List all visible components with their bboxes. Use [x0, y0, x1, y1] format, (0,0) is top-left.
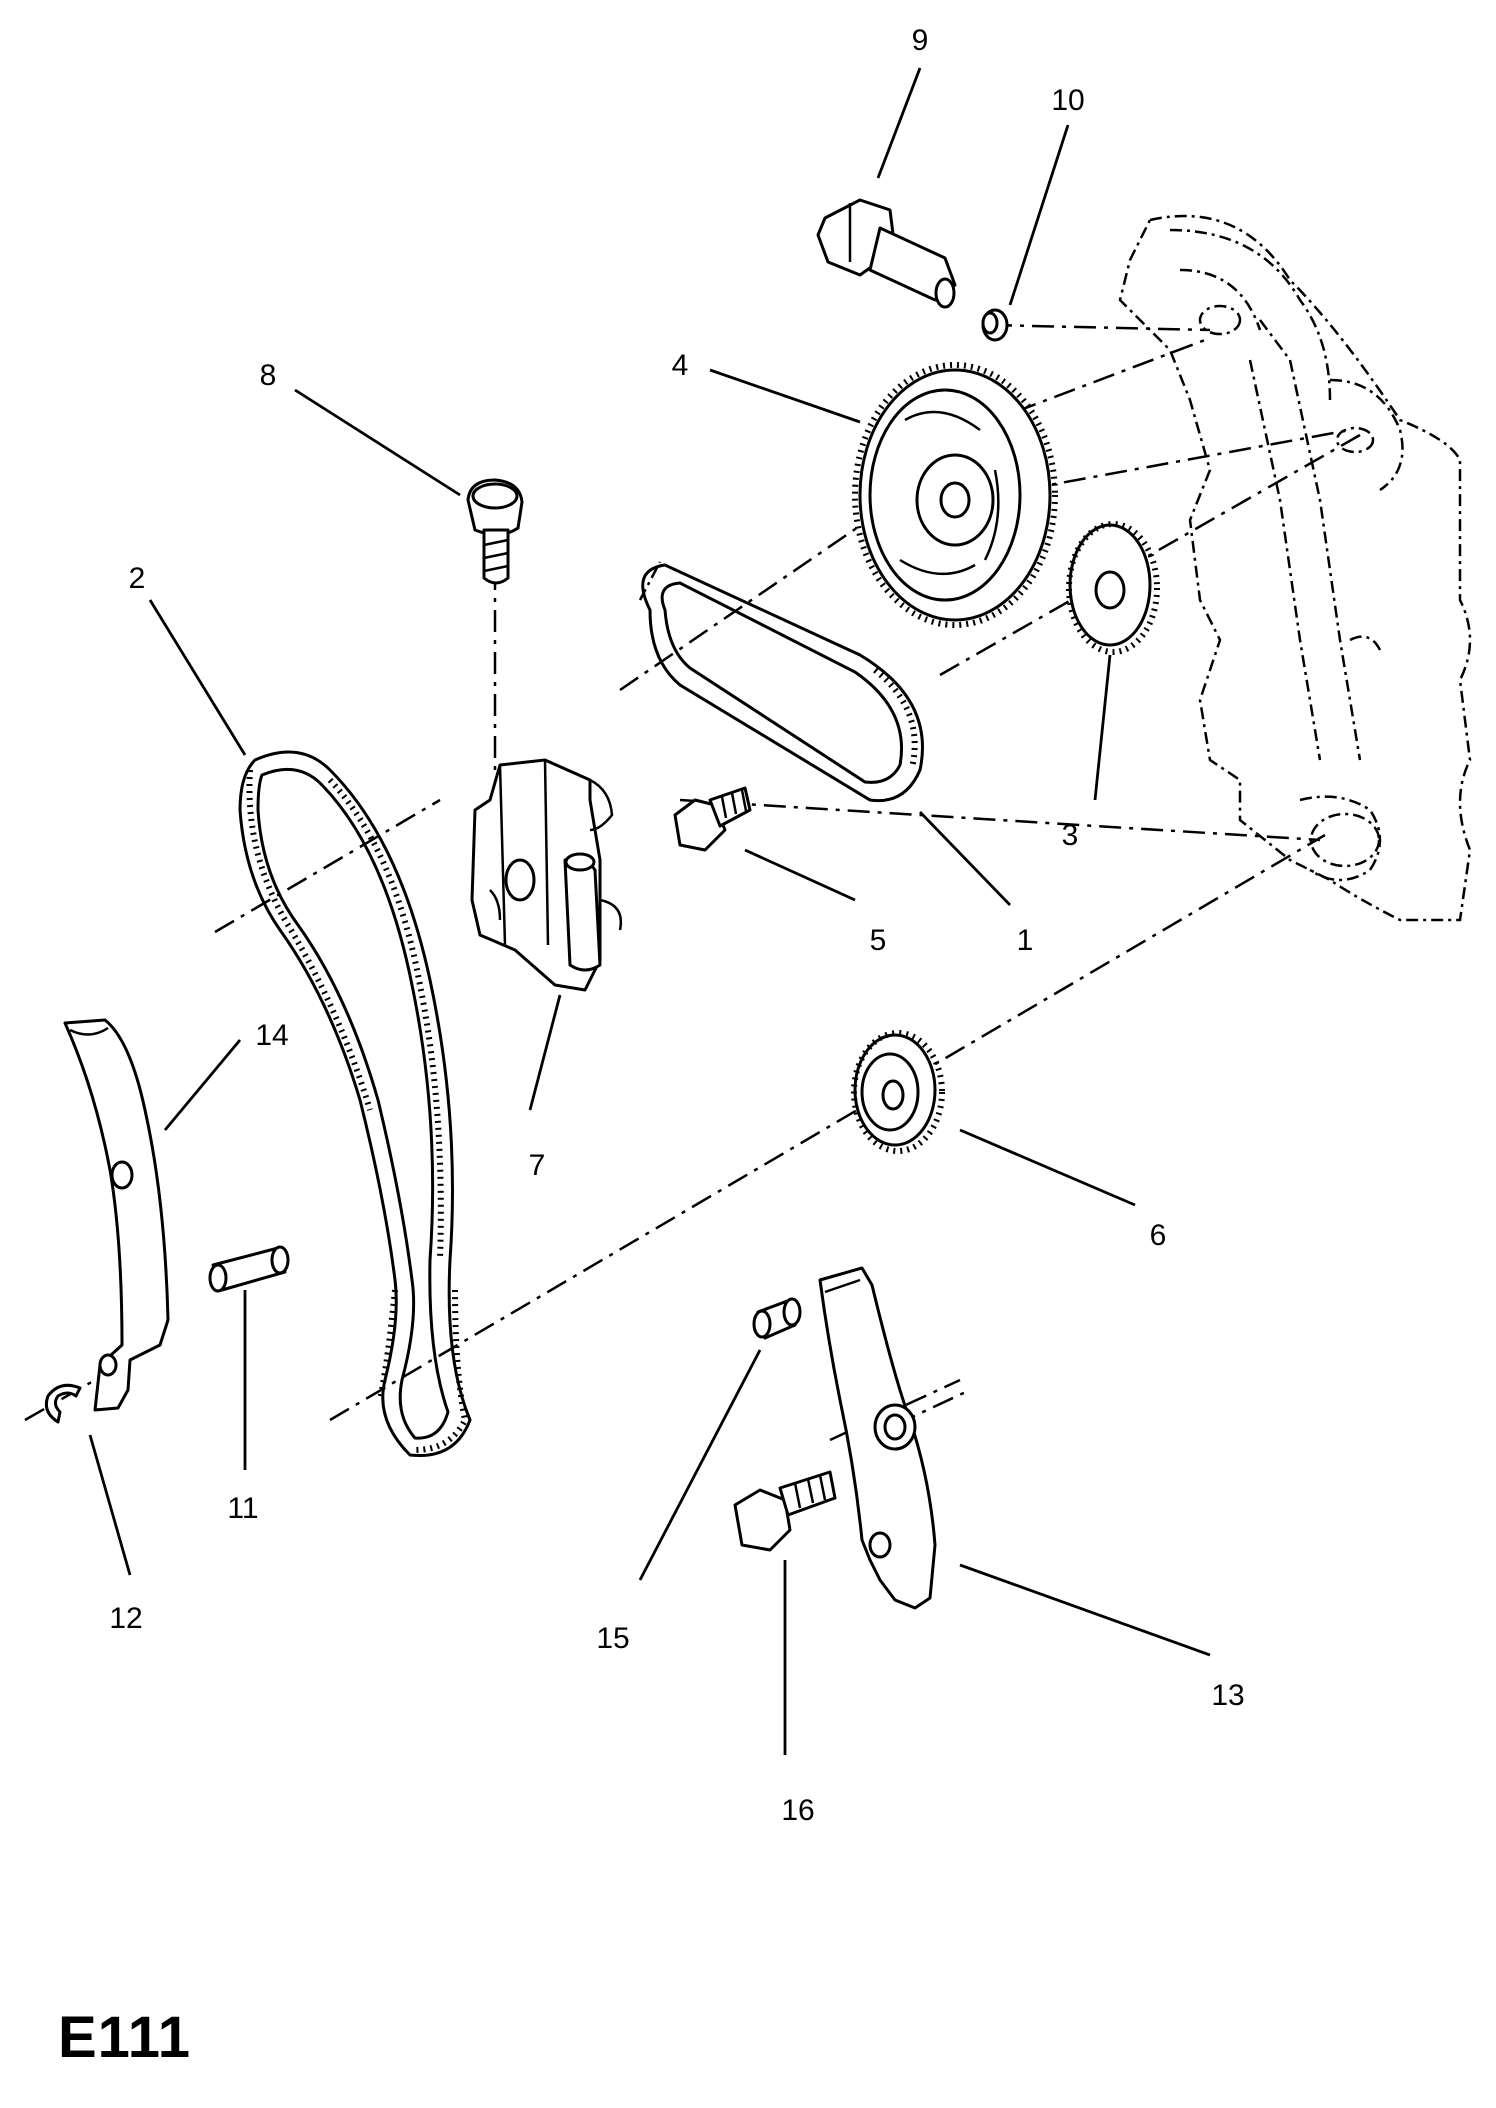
right-chain-guide	[818, 1266, 937, 1610]
tensioner-bolt	[466, 478, 524, 585]
left-chain-guide	[63, 1018, 170, 1412]
callout-8: 8	[260, 359, 277, 392]
hollow-bolt	[816, 198, 957, 309]
guide-dowel	[752, 1297, 802, 1340]
callout-14: 14	[255, 1019, 288, 1052]
callout-5: 5	[870, 924, 887, 957]
engine-block-outline	[1118, 214, 1472, 922]
callout-15: 15	[596, 1622, 629, 1655]
callout-1: 1	[1017, 924, 1034, 957]
sealing-washer	[981, 308, 1009, 342]
circlip	[44, 1383, 82, 1424]
guide-pin	[208, 1245, 290, 1293]
callout-16: 16	[781, 1794, 814, 1827]
crankshaft-sprocket	[851, 1030, 945, 1154]
upper-timing-chain	[638, 561, 924, 803]
callout-labels: 9 10 8 4 2 3 1 5 7 6 14 11 12 15 13 16	[109, 24, 1244, 1827]
callout-12: 12	[109, 1602, 142, 1635]
page-code: E111	[58, 2005, 192, 2070]
intermediate-sprocket	[1066, 521, 1160, 655]
callout-10: 10	[1051, 84, 1084, 117]
callout-2: 2	[129, 562, 146, 595]
guide-bolt	[733, 1470, 837, 1552]
callout-9: 9	[912, 24, 929, 57]
leader-lines	[88, 67, 1211, 1755]
callout-13: 13	[1211, 1679, 1244, 1712]
sprocket-bolt	[673, 786, 752, 852]
main-timing-chain	[238, 750, 472, 1458]
callout-11: 11	[227, 1492, 258, 1525]
callout-6: 6	[1150, 1219, 1167, 1252]
callout-7: 7	[529, 1149, 546, 1182]
chain-tensioner	[470, 758, 623, 992]
camshaft-sprocket	[852, 362, 1058, 628]
callout-4: 4	[672, 349, 689, 382]
callout-3: 3	[1062, 819, 1079, 852]
